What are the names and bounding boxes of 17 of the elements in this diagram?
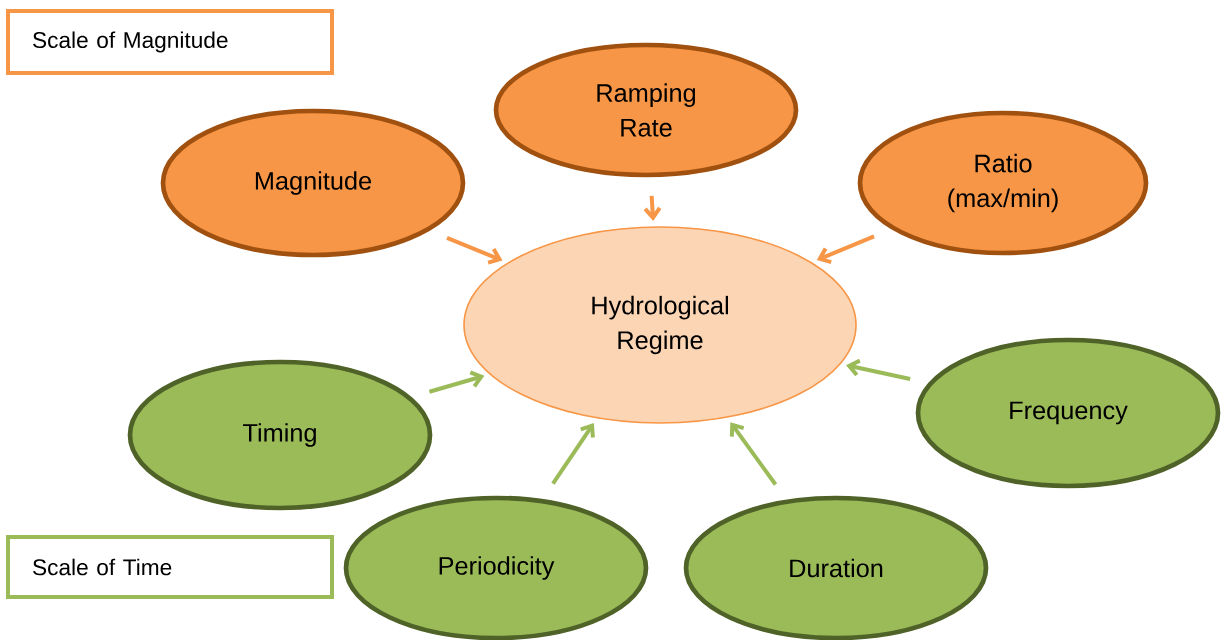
ellipse-node: Ramping Rate [493,42,799,178]
ellipse-node: Ratio (max/min) [857,110,1149,256]
scale-box: Scale of Magnitude [6,9,334,75]
arrow [729,422,778,486]
ellipse-node: Magnitude [160,108,466,258]
arrow [551,423,595,485]
arrow [846,358,911,381]
scale-box: Scale of Time [6,535,334,599]
arrow [446,236,503,265]
arrow [643,195,662,221]
arrow [428,370,485,394]
ellipse-node: Frequency [915,337,1221,489]
arrow [816,234,875,264]
ellipse-node: Duration [683,495,989,640]
ellipse-node: Periodicity [343,495,649,640]
ellipse-node: Hydrological Regime [463,226,857,424]
ellipse-node: Timing [127,359,433,511]
